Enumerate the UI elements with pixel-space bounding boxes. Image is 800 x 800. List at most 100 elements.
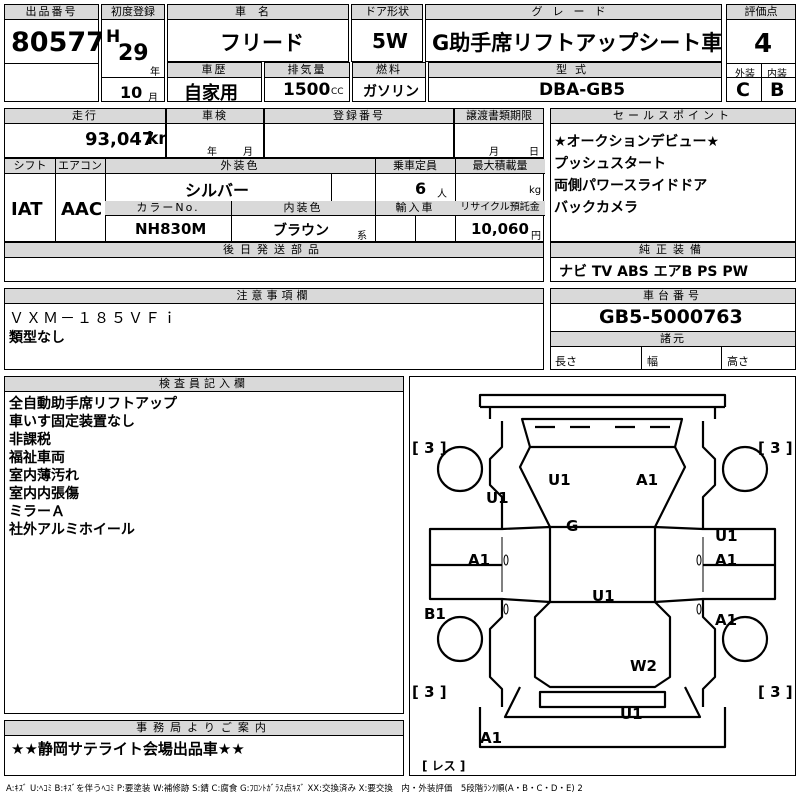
- lot-number: 80577: [11, 27, 105, 58]
- damage-mark: A1: [715, 611, 738, 629]
- spec-block: シフト エアコン 外装色 乗車定員 最大積載量 IAT AAC シルバー 6 人…: [4, 158, 545, 242]
- registration-cell: 登録番号: [264, 108, 454, 158]
- transfer-day-unit: 日: [529, 147, 539, 158]
- mileage-label: 走行: [5, 109, 165, 124]
- inspection-cell: 車検 年 月: [166, 108, 264, 158]
- car-name: フリード: [220, 31, 304, 55]
- ext-color-label: 外装色: [105, 159, 375, 174]
- damage-mark: U1: [548, 471, 571, 489]
- notes-cell: 注意事項欄 ＶＸＭ－１８５ＶＦｉ 類型なし: [4, 288, 544, 370]
- color-no-label: カラーNo.: [105, 201, 231, 216]
- note-line: 類型なし: [9, 330, 65, 346]
- sales-points-label: セールスポイント: [551, 109, 795, 124]
- fuel-cell: 燃料 ガソリン: [352, 62, 426, 102]
- history-cell: 車歴 自家用: [167, 62, 262, 104]
- fuel: ガソリン: [363, 84, 419, 100]
- damage-mark: A1: [468, 551, 491, 569]
- sales-point: ★オークションデビュー★: [554, 134, 720, 150]
- cc-unit: CC: [331, 87, 344, 97]
- office-label: 事務局よりご案内: [5, 721, 403, 736]
- specs-label: 諸元: [551, 331, 795, 347]
- int-color-suffix: 系: [357, 231, 367, 242]
- inspection-year-unit: 年: [207, 147, 217, 158]
- sales-points-cell: セールスポイント ★オークションデビュー★ プッシュスタート 両側パワースライド…: [550, 108, 796, 242]
- max-load-label: 最大積載量: [455, 159, 545, 174]
- car-outline-svg: [428, 393, 777, 749]
- lot-number-cell: 出品番号 80577: [4, 4, 105, 102]
- lot-number-label: 出品番号: [5, 5, 98, 20]
- shift-label: シフト: [5, 159, 55, 174]
- damage-mark: A1: [715, 551, 738, 569]
- inspection-month-unit: 月: [243, 147, 253, 158]
- spec-length-label: 長さ: [555, 355, 577, 368]
- history-label: 車歴: [168, 63, 261, 78]
- registration-label: 登録番号: [265, 109, 453, 124]
- sales-point: バックカメラ: [554, 200, 638, 216]
- era: H: [106, 27, 121, 47]
- mileage-cell: 走行 93,047 km: [4, 108, 176, 158]
- inspector-line: 室内薄汚れ: [9, 468, 79, 484]
- damage-mark: U1: [486, 489, 509, 507]
- history: 自家用: [184, 83, 238, 104]
- equipment-cell: 純正装備 ナビ TV ABS エアB PS PW: [550, 242, 796, 282]
- recycle-label: リサイクル預託金: [455, 201, 545, 216]
- chassis-number: GB5-5000763: [599, 306, 743, 328]
- recycle-unit: 円: [531, 231, 541, 242]
- inspector-line: 車いす固定装置なし: [9, 414, 135, 430]
- spec-height-label: 高さ: [727, 355, 749, 368]
- score-label: 評価点: [727, 5, 795, 20]
- ext-grade: C: [736, 79, 750, 101]
- capacity-label: 乗車定員: [375, 159, 455, 174]
- bracket-rear-left: [ 3 ]: [412, 683, 447, 701]
- office-message: ★★静岡サテライト会場出品車★★: [11, 740, 245, 758]
- ext-color: シルバー: [185, 181, 250, 200]
- later-parts-cell: 後日発送部品: [4, 242, 544, 282]
- inspector-line: 全自動助手席リフトアップ: [9, 396, 177, 412]
- month-unit: 月: [148, 93, 158, 104]
- score: 4: [754, 29, 773, 59]
- inspection-label: 車検: [167, 109, 263, 124]
- note-line: ＶＸＭ－１８５ＶＦｉ: [9, 309, 180, 327]
- inspector-line: 室内内張傷: [9, 486, 79, 502]
- reg-month: 10: [120, 83, 143, 102]
- door-label: ドア形状: [352, 5, 422, 20]
- equipment-label: 純正装備: [551, 243, 795, 258]
- first-registration-cell: 初度登録 H 29 年 10 月: [101, 4, 165, 104]
- notes-label: 注意事項欄: [5, 289, 543, 304]
- first-registration-label: 初度登録: [102, 5, 164, 20]
- grade-label: グレード: [426, 5, 721, 20]
- displacement-label: 排気量: [265, 63, 349, 78]
- grade: G助手席リフトアップシート車: [432, 31, 723, 55]
- equipment: ナビ TV ABS エアB PS PW: [559, 264, 749, 280]
- inspector-label: 検査員記入欄: [5, 377, 403, 392]
- color-no: NH830M: [135, 220, 207, 238]
- later-parts-label: 後日発送部品: [5, 243, 543, 258]
- damage-mark: W2: [630, 657, 657, 675]
- car-name-cell: 車名 フリード: [167, 4, 349, 62]
- capacity-unit: 人: [437, 189, 447, 200]
- damage-mark: G: [566, 517, 579, 535]
- bracket-front-left: [ 3 ]: [412, 439, 447, 457]
- bracket-rear-right: [ 3 ]: [758, 683, 793, 701]
- int-grade: B: [770, 79, 785, 101]
- displacement: 1500: [283, 80, 331, 100]
- score-cell: 評価点 4 外装 内装 C B: [726, 4, 796, 102]
- damage-mark: U1: [592, 587, 615, 605]
- import-label: 輸入車: [375, 201, 455, 216]
- aircon-label: エアコン: [55, 159, 105, 174]
- model: DBA-GB5: [539, 80, 626, 100]
- damage-mark: U1: [715, 527, 738, 545]
- inspector-line: 福祉車両: [9, 450, 65, 466]
- legend: A:ｷｽﾞ U:ﾍｺﾐ B:ｷｽﾞを伴うﾍｺﾐ P:要塗装 W:補修跡 S:錆 …: [6, 784, 583, 794]
- model-cell: 型式 DBA-GB5: [428, 62, 722, 102]
- sales-point: プッシュスタート: [554, 156, 666, 172]
- inspector-line: 社外アルミホイール: [9, 522, 135, 538]
- grade-cell: グレード G助手席リフトアップシート車: [425, 4, 722, 62]
- int-color: ブラウン: [273, 223, 329, 239]
- shift: IAT: [11, 199, 43, 220]
- int-label: 内装: [767, 69, 787, 80]
- recycle: 10,060: [471, 220, 529, 238]
- transfer-month-unit: 月: [489, 147, 499, 158]
- damage-mark: A1: [636, 471, 659, 489]
- fuel-label: 燃料: [353, 63, 425, 78]
